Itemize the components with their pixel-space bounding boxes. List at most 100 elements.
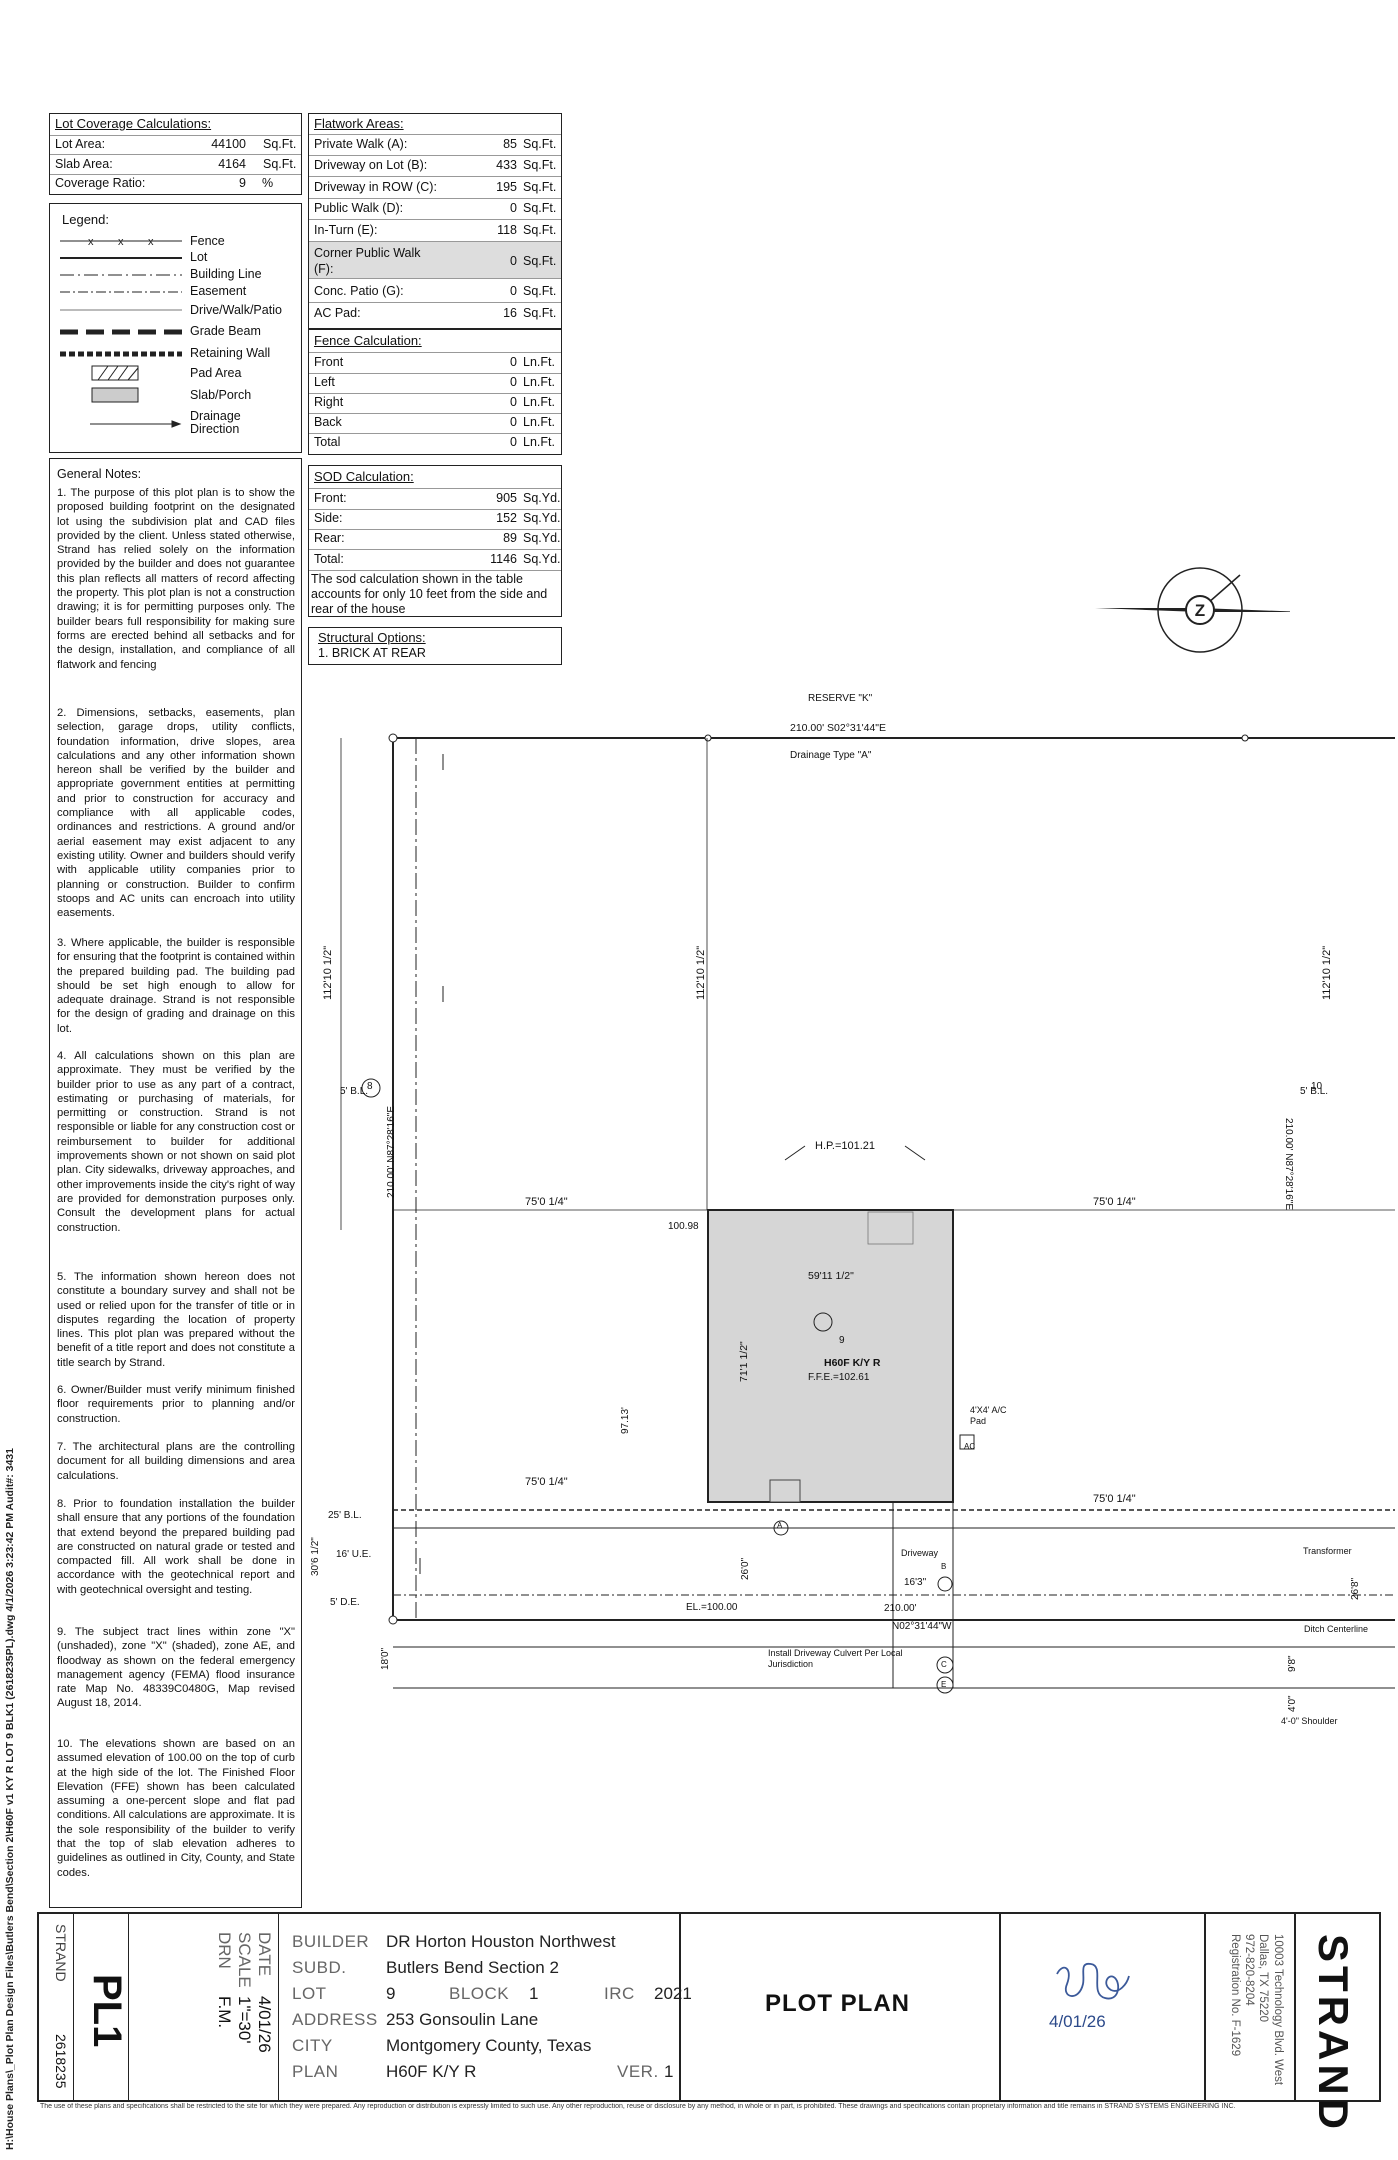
drn-label: DRN bbox=[215, 1932, 234, 1969]
plot-plan-title: PLOT PLAN bbox=[765, 1990, 910, 2017]
general-note-7: 7. The architectural plans are the contr… bbox=[57, 1441, 295, 1482]
flatwork-ac-value: 16 bbox=[503, 306, 517, 320]
flatwork-e-unit: Sq.Ft. bbox=[523, 223, 557, 237]
address-value: 253 Gonsoulin Lane bbox=[386, 2010, 539, 2029]
drive-depth-label: 26'0" bbox=[740, 1557, 751, 1580]
legend-lot: Lot bbox=[190, 250, 208, 264]
block-label: BLOCK bbox=[449, 1984, 510, 2003]
slab-area-value: 4164 bbox=[218, 157, 246, 171]
coverage-ratio-label: Coverage Ratio: bbox=[55, 176, 146, 190]
flatwork-a-value: 85 bbox=[503, 137, 517, 151]
left-18-label: 18'0" bbox=[380, 1647, 391, 1670]
signature-icon bbox=[1056, 1962, 1130, 2000]
date-value: 4/01/26 bbox=[255, 1996, 274, 2053]
front-bl-label: 25' B.L. bbox=[328, 1510, 362, 1521]
flatwork-title: Flatwork Areas: bbox=[314, 116, 404, 131]
fence-left-label: Left bbox=[314, 375, 335, 389]
flatwork-f-value: 0 bbox=[510, 254, 517, 268]
legend-fence: Fence bbox=[190, 234, 225, 248]
irc-value: 2021 bbox=[654, 1984, 692, 2003]
fence-back-value: 0 bbox=[510, 415, 517, 429]
legend-retaining-wall: Retaining Wall bbox=[190, 346, 271, 360]
front-dim-label: 210.00' bbox=[884, 1603, 917, 1614]
de-label: 5' D.E. bbox=[330, 1597, 360, 1608]
front-depth-label: 97.13' bbox=[620, 1407, 631, 1434]
scale-label: SCALE bbox=[235, 1932, 254, 1988]
sod-rear-unit: Sq.Yd. bbox=[523, 531, 561, 545]
plan-label: PLAN bbox=[292, 2062, 339, 2081]
slab-area-label: Slab Area: bbox=[55, 157, 113, 171]
plan-name-label: H60F K/Y R bbox=[824, 1357, 881, 1369]
culvert-label: Install Driveway Culvert Per Local Juris… bbox=[768, 1648, 903, 1669]
sod-note: The sod calculation shown in the table a… bbox=[311, 572, 548, 616]
legend-pad-area: Pad Area bbox=[190, 366, 242, 380]
flatwork-g-label: Conc. Patio (G): bbox=[314, 284, 404, 298]
flatwork-f-unit: Sq.Ft. bbox=[523, 254, 557, 268]
hp-label: H.P.=101.21 bbox=[815, 1140, 876, 1152]
firm-address-4: Registration No. F-1629 bbox=[1229, 1934, 1241, 2057]
sod-side-value: 152 bbox=[496, 511, 517, 525]
legend-drainage: Drainage Direction bbox=[190, 409, 241, 436]
flatwork-box: Flatwork Areas: Private Walk (A): 85 Sq.… bbox=[308, 113, 562, 329]
builder-label: BUILDER bbox=[292, 1932, 370, 1951]
fence-total-value: 0 bbox=[510, 435, 517, 449]
row-width-label: 30'6 1/2" bbox=[310, 1537, 321, 1576]
flatwork-a-label: Private Walk (A): bbox=[314, 137, 408, 151]
fence-total-unit: Ln.Ft. bbox=[523, 435, 555, 449]
city-value: Montgomery County, Texas bbox=[386, 2036, 592, 2055]
ver-value: 1 bbox=[664, 2062, 674, 2081]
plan-value: H60F K/Y R bbox=[386, 2062, 477, 2081]
right-98-label: 9'8" bbox=[1287, 1655, 1298, 1672]
right-depth-label: 112'10 1/2" bbox=[1321, 945, 1333, 1000]
coverage-ratio-value: 9 bbox=[239, 176, 246, 190]
right-side-bearing-label: 210.00' N87°28'16"E bbox=[1283, 1118, 1294, 1210]
lot-area-label: Lot Area: bbox=[55, 137, 106, 151]
front-bearing-label: N02°31'44"W bbox=[892, 1621, 952, 1632]
address-label: ADDRESS bbox=[292, 2010, 378, 2029]
corner-elev-label: 100.98 bbox=[668, 1221, 699, 1232]
left-side-bearing-label: 210.00' N87°28'16"E bbox=[386, 1106, 397, 1198]
left-setback-top: 75'0 1/4" bbox=[525, 1196, 568, 1208]
flatwork-e-value: 118 bbox=[497, 223, 517, 237]
transformer-label: Transformer bbox=[1303, 1546, 1352, 1556]
general-note-3: 3. Where applicable, the builder is resp… bbox=[57, 937, 295, 1035]
reserve-label: RESERVE "K" bbox=[808, 693, 873, 704]
fence-left-value: 0 bbox=[510, 375, 517, 389]
fence-right-value: 0 bbox=[510, 395, 517, 409]
legend-slab-porch: Slab/Porch bbox=[190, 388, 252, 402]
sod-title: SOD Calculation: bbox=[314, 469, 414, 484]
legend-grade-beam: Grade Beam bbox=[190, 324, 261, 338]
legend-title: Legend: bbox=[62, 212, 109, 227]
city-label: CITY bbox=[292, 2036, 333, 2055]
sod-side-unit: Sq.Yd. bbox=[523, 511, 561, 525]
fence-total-label: Total bbox=[314, 435, 341, 449]
sod-front-label: Front: bbox=[314, 491, 347, 505]
general-note-1: 1. The purpose of this plot plan is to s… bbox=[57, 487, 295, 671]
subd-value: Butlers Bend Section 2 bbox=[386, 1958, 559, 1977]
sod-side-label: Side: bbox=[314, 511, 343, 525]
flatwork-g-unit: Sq.Ft. bbox=[523, 284, 557, 298]
general-notes-title: General Notes: bbox=[57, 467, 142, 481]
svg-text:x: x bbox=[118, 236, 124, 248]
right-setback-top: 75'0 1/4" bbox=[1093, 1196, 1136, 1208]
site-plan-drawing bbox=[340, 733, 1395, 1694]
c-label: C bbox=[941, 1660, 947, 1669]
drainage-label: Drainage Type "A" bbox=[790, 750, 872, 761]
flatwork-ac-label: AC Pad: bbox=[314, 306, 361, 320]
disclaimer-text: The use of these plans and specification… bbox=[40, 2103, 1236, 2110]
legend-symbols: x x x bbox=[60, 236, 182, 428]
ditch-label: Ditch Centerline bbox=[1304, 1624, 1369, 1634]
center-depth-label: 112'10 1/2" bbox=[695, 945, 707, 1000]
structural-box: Structural Options: 1. BRICK AT REAR bbox=[308, 627, 562, 665]
flatwork-e-label: In-Turn (E): bbox=[314, 223, 378, 237]
flatwork-d-label: Public Walk (D): bbox=[314, 201, 404, 215]
fence-title: Fence Calculation: bbox=[314, 333, 422, 348]
left-setback-bottom: 75'0 1/4" bbox=[525, 1476, 568, 1488]
fence-right-unit: Ln.Ft. bbox=[523, 395, 555, 409]
svg-text:x: x bbox=[148, 236, 154, 248]
general-note-5: 5. The information shown hereon does not… bbox=[57, 1271, 295, 1369]
right-bl-label: 5' B.L. bbox=[1300, 1086, 1329, 1097]
lot-coverage-box: Lot Coverage Calculations: Lot Area: 441… bbox=[49, 113, 302, 195]
right-40-label: 4'0" bbox=[1287, 1695, 1298, 1712]
fence-front-unit: Ln.Ft. bbox=[523, 355, 555, 369]
